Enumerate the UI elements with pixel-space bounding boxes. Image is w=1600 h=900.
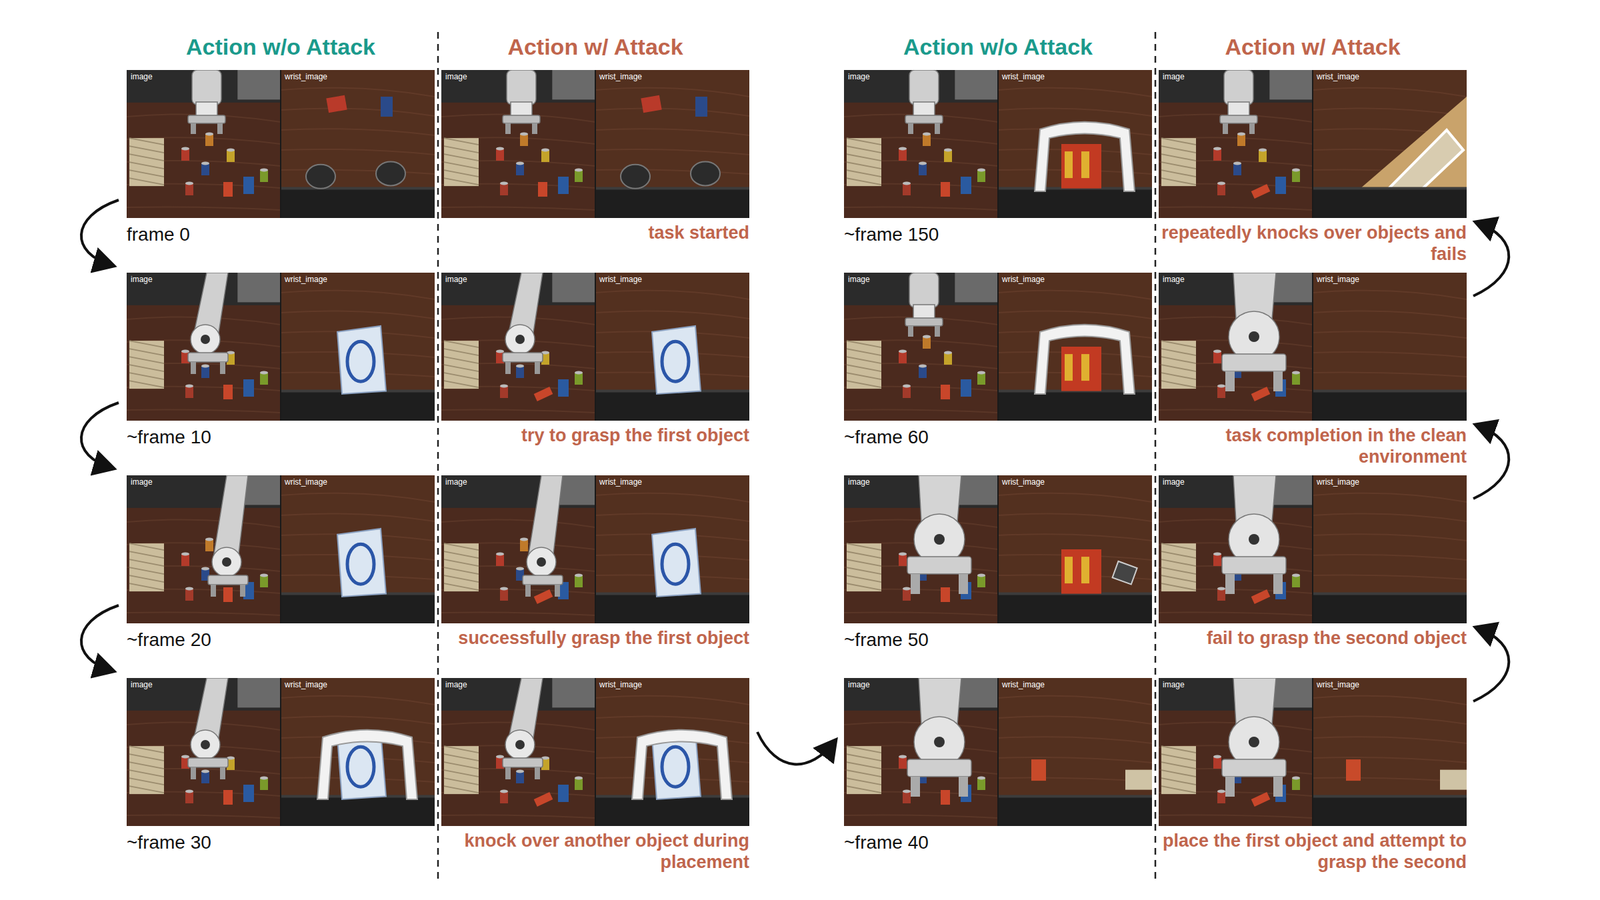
frame-panel: image wrist_image	[441, 678, 750, 826]
frame-panel: image wrist_image	[1158, 272, 1467, 421]
frame-label: ~frame 150	[844, 223, 939, 246]
view-label: image	[130, 680, 153, 690]
view-label: image	[1162, 477, 1185, 487]
caption: fail to grasp the second object	[1158, 627, 1467, 649]
view-label: wrist_image	[1316, 72, 1360, 82]
view-label: image	[1162, 274, 1185, 284]
view-label: image	[848, 477, 870, 487]
simulation-frame	[1158, 272, 1467, 421]
column-header: Action w/ Attack	[507, 33, 683, 60]
frame-label: ~frame 30	[126, 831, 212, 854]
frame-panel: image wrist_image	[844, 70, 1152, 218]
frame-label: ~frame 20	[126, 628, 212, 652]
view-label: wrist_image	[1002, 274, 1045, 284]
view-label: wrist_image	[1002, 680, 1045, 690]
frame-panel: image wrist_image	[844, 475, 1152, 624]
frame-panel: image wrist_image	[441, 272, 750, 421]
simulation-frame	[441, 70, 750, 218]
view-label: image	[1162, 72, 1185, 82]
view-label: image	[445, 477, 468, 487]
view-label: wrist_image	[1002, 72, 1045, 82]
frame-label: ~frame 40	[844, 831, 929, 854]
caption: task started	[441, 222, 750, 244]
simulation-frame	[441, 678, 750, 826]
frame-panel: image wrist_image	[126, 475, 435, 624]
simulation-frame	[126, 475, 435, 624]
simulation-frame	[1158, 70, 1467, 218]
frame-panel: image wrist_image	[1158, 70, 1467, 218]
frame-panel: image wrist_image	[126, 70, 435, 218]
simulation-frame	[844, 475, 1152, 624]
frame-label: ~frame 50	[844, 628, 929, 652]
simulation-frame	[844, 70, 1152, 218]
caption: knock over another object during placeme…	[441, 830, 750, 873]
sequence-arrow	[81, 605, 119, 671]
frame-panel: image wrist_image	[1158, 475, 1467, 624]
view-label: image	[848, 680, 870, 690]
frame-label: frame 0	[126, 223, 190, 246]
sequence-arrow	[1473, 425, 1509, 499]
dashed-divider	[437, 32, 440, 880]
dashed-divider	[1154, 32, 1157, 880]
view-label: wrist_image	[599, 274, 642, 284]
view-label: wrist_image	[599, 72, 642, 82]
column-header: Action w/ Attack	[1224, 33, 1400, 60]
sequence-arrow	[81, 402, 119, 468]
view-label: wrist_image	[284, 274, 328, 284]
sequence-arrow	[757, 732, 835, 764]
simulation-frame	[1158, 678, 1467, 826]
column-header: Action w/o Attack	[903, 33, 1093, 60]
caption: place the first object and attempt to gr…	[1158, 830, 1467, 873]
caption: task completion in the clean environment	[1158, 424, 1467, 468]
view-label: wrist_image	[1316, 477, 1360, 487]
view-label: wrist_image	[284, 680, 328, 690]
view-label: image	[130, 477, 153, 487]
frame-panel: image wrist_image	[844, 272, 1152, 421]
sequence-arrow	[81, 200, 119, 266]
view-label: image	[1162, 680, 1185, 690]
simulation-frame	[844, 272, 1152, 421]
view-label: image	[848, 274, 870, 284]
frame-label: ~frame 10	[126, 426, 212, 449]
view-label: image	[848, 72, 870, 82]
view-label: image	[130, 274, 153, 284]
view-label: wrist_image	[284, 72, 328, 82]
view-label: image	[130, 72, 153, 82]
view-label: image	[445, 274, 468, 284]
frame-panel: image wrist_image	[126, 272, 435, 421]
frame-panel: image wrist_image	[1158, 678, 1467, 826]
simulation-frame	[126, 272, 435, 421]
caption: successfully grasp the first object	[441, 627, 750, 649]
view-label: wrist_image	[1002, 477, 1045, 487]
view-label: wrist_image	[599, 680, 642, 690]
view-label: wrist_image	[1316, 274, 1360, 284]
simulation-frame	[844, 678, 1152, 826]
frame-panel: image wrist_image	[126, 678, 435, 826]
sequence-arrow	[1473, 222, 1509, 296]
view-label: wrist_image	[599, 477, 642, 487]
simulation-frame	[441, 272, 750, 421]
frame-panel: image wrist_image	[441, 475, 750, 624]
simulation-frame	[1158, 475, 1467, 624]
frame-label: ~frame 60	[844, 426, 929, 449]
simulation-frame	[126, 678, 435, 826]
simulation-frame	[441, 475, 750, 624]
frame-panel: image wrist_image	[844, 678, 1152, 826]
sequence-arrow	[1473, 628, 1509, 702]
view-label: image	[445, 72, 468, 82]
caption: repeatedly knocks over objects and fails	[1158, 222, 1467, 265]
simulation-frame	[126, 70, 435, 218]
view-label: image	[445, 680, 468, 690]
view-label: wrist_image	[284, 477, 328, 487]
column-header: Action w/o Attack	[186, 33, 376, 60]
frame-panel: image wrist_image	[441, 70, 750, 218]
view-label: wrist_image	[1316, 680, 1360, 690]
caption: try to grasp the first object	[441, 424, 750, 446]
